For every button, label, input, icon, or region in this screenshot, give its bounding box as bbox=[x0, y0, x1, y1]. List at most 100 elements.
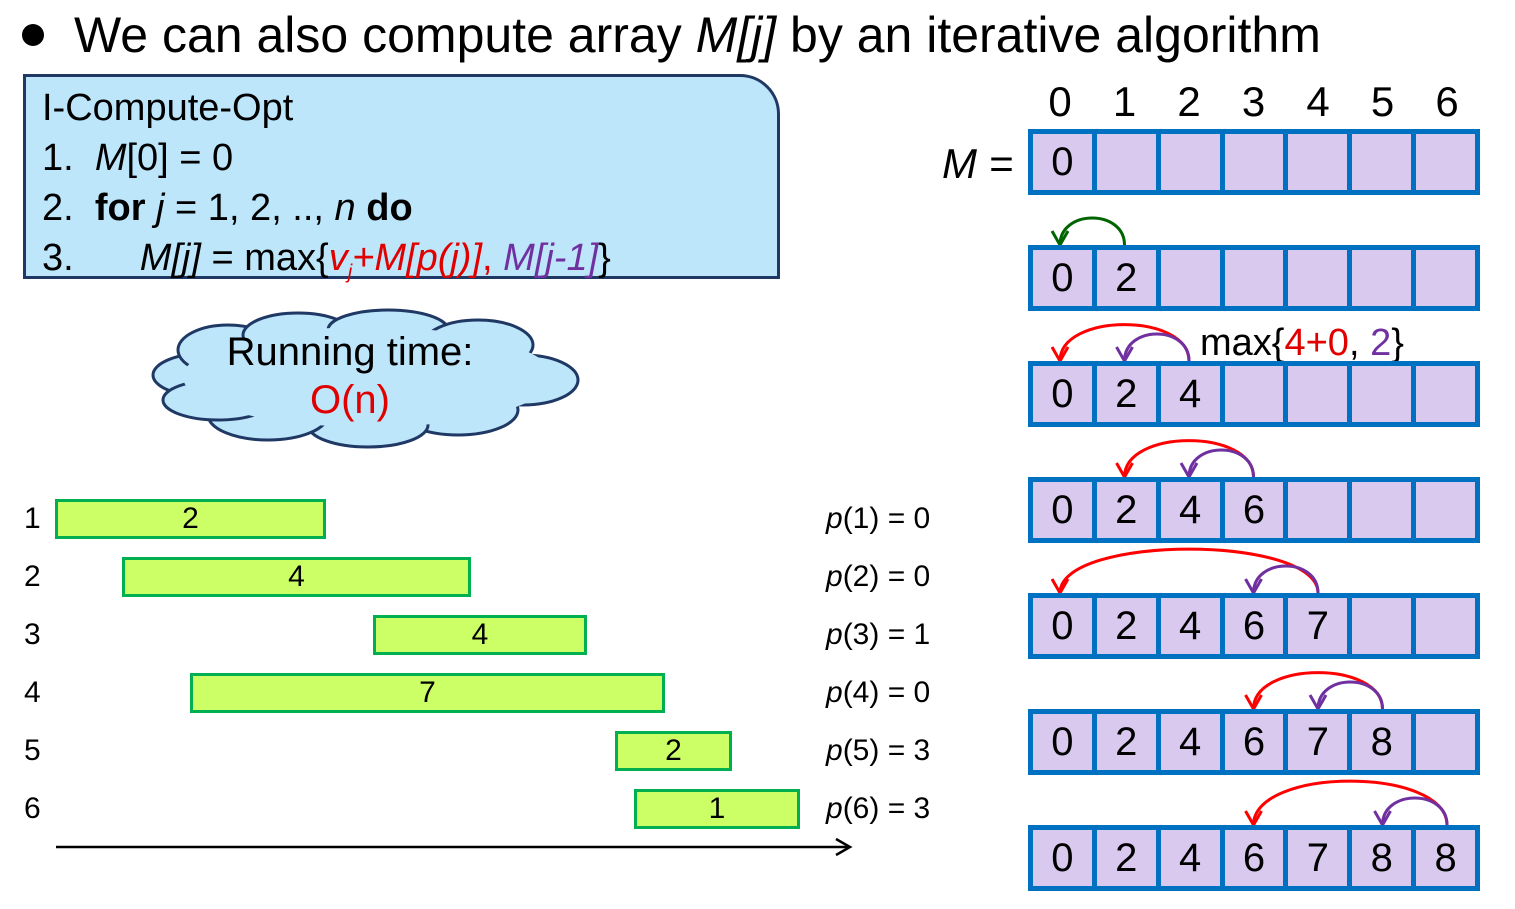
p-value: p(6) = 3 bbox=[826, 792, 930, 826]
max-skip: 2 bbox=[1370, 322, 1392, 364]
line-number: 3. bbox=[42, 237, 74, 279]
array-cell: 7 bbox=[1288, 714, 1348, 770]
algorithm-line-3: 3.M[j] = max{vj+M[p(j)], M[j-1]} bbox=[42, 233, 777, 284]
array-cell: 0 bbox=[1033, 598, 1092, 654]
p-result: (5) = 3 bbox=[842, 734, 931, 767]
subscript-j: j bbox=[347, 261, 353, 284]
array-cell: 8 bbox=[1352, 714, 1412, 770]
array-cell: 0 bbox=[1033, 830, 1092, 886]
array-cell: 2 bbox=[1096, 250, 1156, 306]
dependency-arrow bbox=[1381, 796, 1449, 826]
array-cell bbox=[1288, 366, 1348, 422]
array-cell: 4 bbox=[1160, 830, 1220, 886]
dependency-arrow bbox=[1316, 680, 1384, 710]
max-post: } bbox=[1391, 322, 1404, 364]
array-cell bbox=[1352, 482, 1412, 538]
array-index: 5 bbox=[1370, 78, 1395, 125]
algorithm-line-1: 1. M[0] = 0 bbox=[42, 133, 777, 183]
max-pre: max{ bbox=[1200, 322, 1285, 364]
line-text: = 1, 2, .., bbox=[164, 187, 335, 229]
interval-bar: 7 bbox=[190, 673, 665, 713]
title-text-end: by an iterative algorithm bbox=[776, 7, 1321, 63]
interval-bar: 4 bbox=[373, 615, 587, 655]
p-result: (3) = 1 bbox=[842, 618, 931, 651]
array-cell: 6 bbox=[1224, 598, 1284, 654]
p-value: p(3) = 1 bbox=[826, 618, 930, 652]
running-time: Running time: O(n) bbox=[190, 328, 510, 424]
p-result: (1) = 0 bbox=[842, 502, 931, 535]
time-axis-arrowhead bbox=[835, 837, 853, 857]
max-annotation: max{4+0, 2} bbox=[1200, 322, 1404, 365]
dependency-arrow bbox=[1123, 332, 1191, 362]
array-cell bbox=[1416, 482, 1476, 538]
title-j: [j] bbox=[737, 7, 777, 63]
brace: } bbox=[598, 237, 611, 279]
p-value: p(1) = 0 bbox=[826, 502, 930, 536]
var-j: j bbox=[156, 187, 165, 229]
array-index: 6 bbox=[1435, 78, 1459, 125]
p-value: p(2) = 0 bbox=[826, 560, 930, 594]
array-cell: 6 bbox=[1224, 714, 1284, 770]
array-cell bbox=[1160, 134, 1220, 190]
interval-bar: 4 bbox=[122, 557, 471, 597]
array-cell: 6 bbox=[1224, 482, 1284, 538]
dependency-arrow bbox=[1058, 216, 1126, 246]
array-cell bbox=[1224, 366, 1284, 422]
array-cell: 7 bbox=[1288, 830, 1348, 886]
line-text: = max{ bbox=[200, 237, 329, 279]
dependency-arrow bbox=[1058, 547, 1320, 594]
array-cell: 2 bbox=[1096, 714, 1156, 770]
line-number: 1. bbox=[42, 137, 74, 179]
array-label: M = bbox=[942, 140, 1014, 187]
array-row: 0 bbox=[1028, 129, 1480, 195]
p-func: p bbox=[826, 792, 843, 825]
line-number: 2. bbox=[42, 187, 74, 229]
array-cell: 0 bbox=[1033, 482, 1092, 538]
var-n: n bbox=[334, 187, 356, 229]
max-take: 4+0 bbox=[1284, 322, 1349, 364]
cloud-shape bbox=[151, 308, 580, 449]
array-cell: 4 bbox=[1160, 366, 1220, 422]
interval-index: 6 bbox=[24, 792, 41, 825]
max-comma: , bbox=[1348, 322, 1371, 364]
array-cell bbox=[1224, 250, 1284, 306]
dependency-arrow bbox=[1252, 564, 1320, 594]
array-cell: 4 bbox=[1160, 598, 1220, 654]
interval-index: 4 bbox=[24, 676, 41, 709]
array-cell bbox=[1416, 598, 1476, 654]
array-cell: 0 bbox=[1033, 250, 1092, 306]
p-result: (2) = 0 bbox=[842, 560, 931, 593]
array-cell bbox=[1288, 250, 1348, 306]
bullet-icon bbox=[22, 23, 44, 46]
keyword-for: for bbox=[94, 187, 146, 229]
interval-bar: 2 bbox=[55, 499, 326, 539]
array-cell bbox=[1352, 250, 1412, 306]
array-cell bbox=[1352, 366, 1412, 422]
interval-index: 3 bbox=[24, 618, 41, 651]
keyword-do: do bbox=[366, 187, 413, 229]
array-cell: 2 bbox=[1096, 482, 1156, 538]
algorithm-box: I-Compute-Opt 1. M[0] = 0 2. for j = 1, … bbox=[23, 74, 780, 284]
title-m: M bbox=[695, 7, 738, 63]
array-cell bbox=[1224, 134, 1284, 190]
array-index: 1 bbox=[1112, 78, 1137, 125]
p-value: p(4) = 0 bbox=[826, 676, 930, 710]
array-cell: 8 bbox=[1352, 830, 1412, 886]
running-time-label: Running time: bbox=[226, 330, 474, 374]
array-index: 0 bbox=[1048, 78, 1072, 125]
interval-bar: 2 bbox=[615, 731, 732, 771]
comma: , bbox=[482, 237, 504, 279]
array-cell: 4 bbox=[1160, 482, 1220, 538]
array-cell bbox=[1288, 134, 1348, 190]
dependency-arrow bbox=[1187, 448, 1255, 478]
interval-bar: 1 bbox=[634, 789, 800, 829]
slide-title: We can also compute array M[j] by an ite… bbox=[22, 6, 1321, 64]
take-term: +M[p(j)] bbox=[352, 237, 483, 279]
array-cell: 0 bbox=[1033, 366, 1092, 422]
interval-index: 5 bbox=[24, 734, 41, 767]
